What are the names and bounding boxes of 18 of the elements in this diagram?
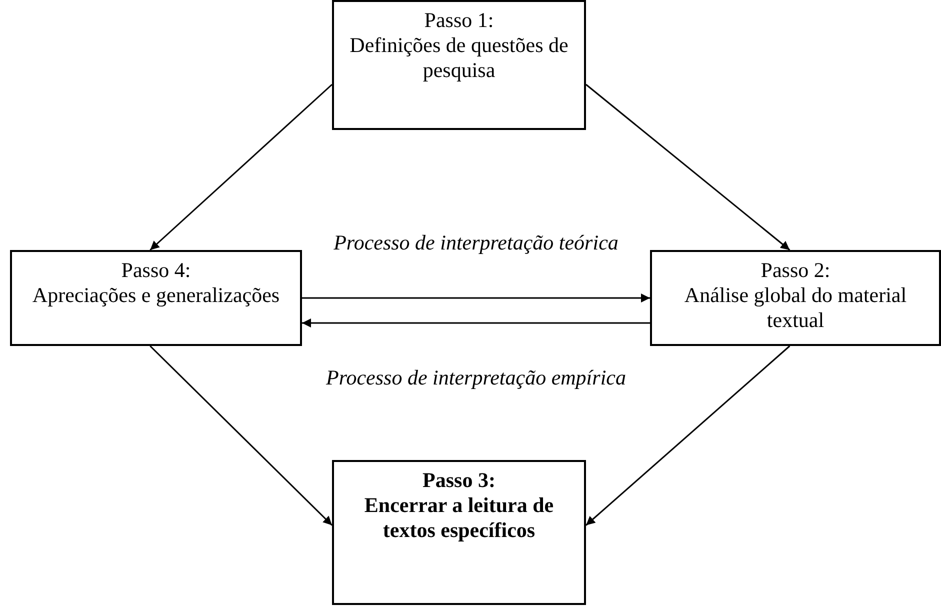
step-box <box>332 0 586 130</box>
step-box <box>650 250 941 346</box>
step-title: Passo 3: <box>422 468 496 493</box>
step-description: Definições de questões de pesquisa <box>348 32 570 82</box>
arrow <box>150 84 332 251</box>
step-description: Encerrar a leitura de textos específicos <box>363 492 555 542</box>
step-title: Passo 4: <box>121 258 191 283</box>
arrow <box>302 294 650 302</box>
step-description: Apreciações e generalizações <box>32 282 280 308</box>
arrow <box>150 345 333 526</box>
step-title: Passo 1: <box>424 8 494 33</box>
step-title: Passo 2: <box>760 258 830 283</box>
step-description: Análise global do material textual <box>683 282 908 332</box>
arrow <box>586 345 790 526</box>
step-box <box>10 250 302 346</box>
arrow <box>586 84 790 251</box>
step-box <box>332 460 586 605</box>
arrow <box>302 318 650 328</box>
